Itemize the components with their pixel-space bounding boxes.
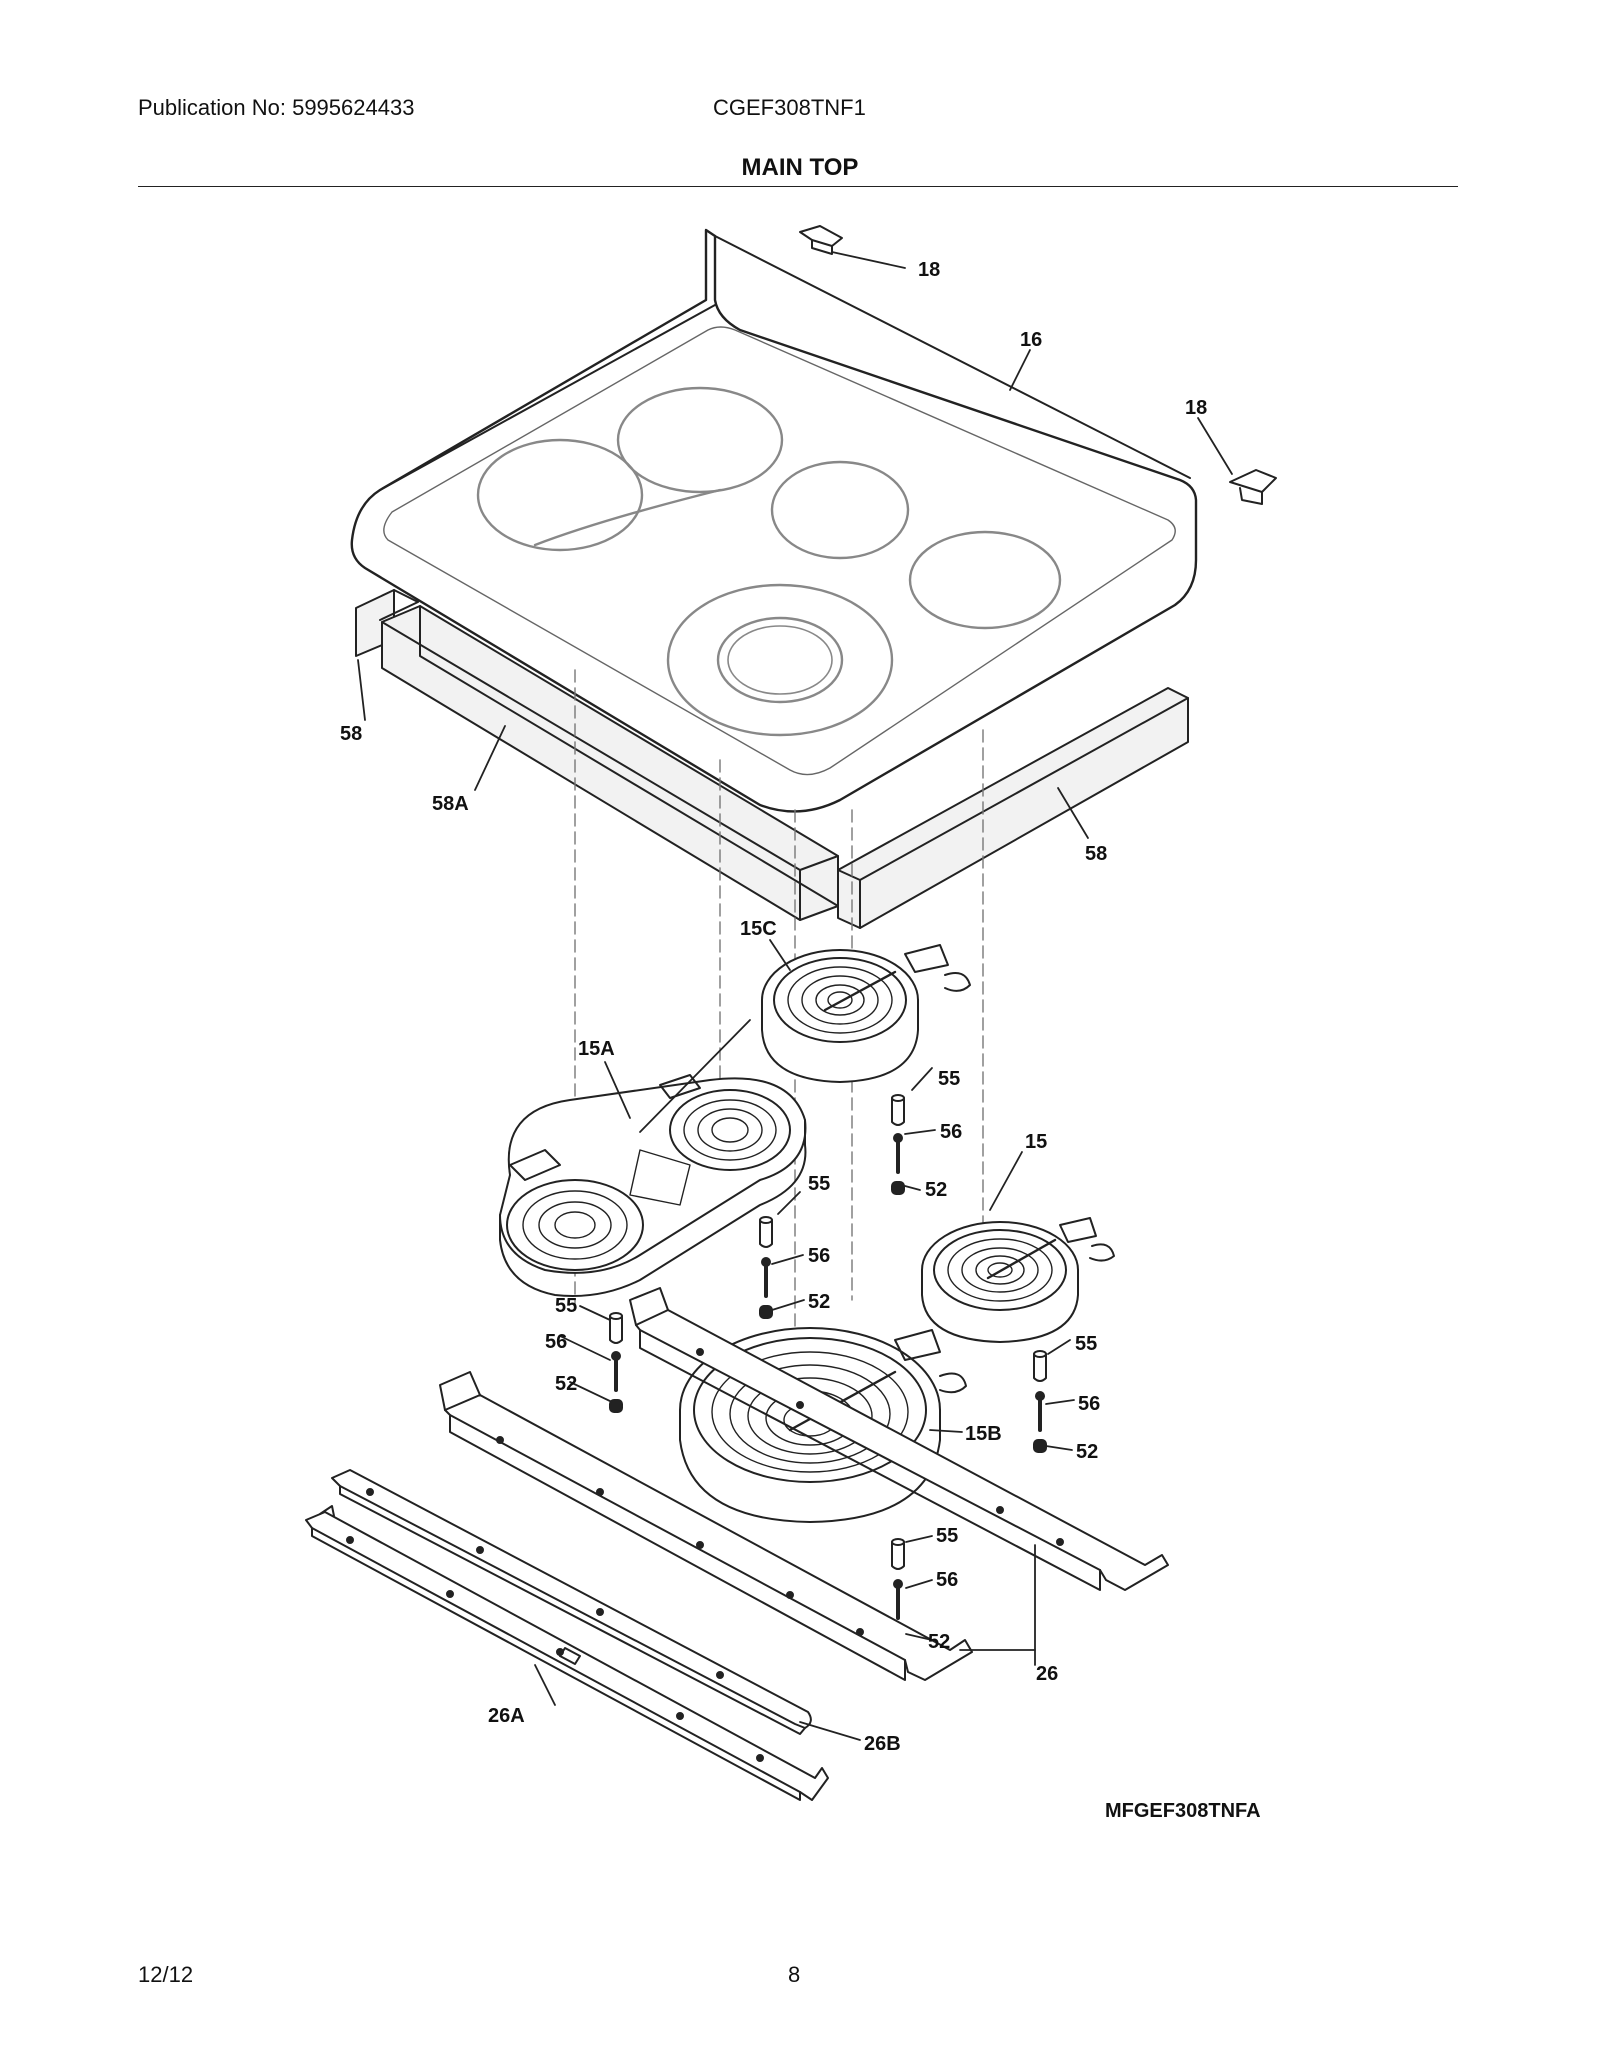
hardware-stack-d xyxy=(1033,1350,1047,1453)
rail-26B xyxy=(331,1469,812,1735)
leader-lines xyxy=(357,251,1233,1741)
callout-26: 26 xyxy=(1036,1663,1058,1685)
callout-56: 56 xyxy=(1078,1393,1100,1415)
model-number: CGEF308TNF1 xyxy=(713,95,866,120)
callout-52: 52 xyxy=(808,1291,830,1313)
clip-18-top xyxy=(799,225,843,255)
hardware-stack-b xyxy=(759,1216,773,1319)
hardware-stack-c xyxy=(609,1312,623,1413)
insulation-strip-58A xyxy=(381,605,839,921)
callout-52: 52 xyxy=(925,1179,947,1201)
callout-55: 55 xyxy=(936,1525,958,1547)
figure-code: MFGEF308TNFA xyxy=(1105,1800,1261,1822)
support-bracket-26-front xyxy=(439,1371,973,1681)
callout-18: 18 xyxy=(918,259,940,281)
insulation-strip-58-right xyxy=(837,687,1189,929)
callout-15C: 15C xyxy=(740,918,777,940)
element-15 xyxy=(921,1217,1115,1343)
callout-26B: 26B xyxy=(864,1733,901,1755)
callout-55: 55 xyxy=(555,1295,577,1317)
callout-15: 15 xyxy=(1025,1131,1047,1153)
callout-56: 56 xyxy=(808,1245,830,1267)
callout-15B: 15B xyxy=(965,1423,1002,1445)
support-bracket-26-rear xyxy=(629,1287,1169,1591)
callout-58: 58 xyxy=(1085,843,1107,865)
footer-date: 12/12 xyxy=(138,1962,194,1987)
callout-18: 18 xyxy=(1185,397,1207,419)
publication-number: Publication No: 5995624433 xyxy=(138,95,415,120)
callout-55: 55 xyxy=(1075,1333,1097,1355)
title-rule xyxy=(138,186,1458,187)
callout-15A: 15A xyxy=(578,1038,615,1060)
hardware-stack-a xyxy=(891,1094,905,1195)
callout-56: 56 xyxy=(940,1121,962,1143)
element-15A xyxy=(499,1074,807,1297)
callout-16: 16 xyxy=(1020,329,1042,351)
page-title: MAIN TOP xyxy=(741,154,859,181)
callout-55: 55 xyxy=(938,1068,960,1090)
callout-56: 56 xyxy=(936,1569,958,1591)
callout-52: 52 xyxy=(1076,1441,1098,1463)
callout-52: 52 xyxy=(555,1373,577,1395)
callout-58: 58 xyxy=(340,723,362,745)
callout-26A: 26A xyxy=(488,1705,525,1727)
cooktop-glass xyxy=(350,228,1198,813)
page-number: 8 xyxy=(788,1962,801,1987)
callout-labels: 18 16 18 58 58A 58 15C 15A 55 56 52 15 5… xyxy=(340,259,1207,1755)
callout-58A: 58A xyxy=(432,793,469,815)
element-15C xyxy=(761,944,971,1083)
clip-18-right xyxy=(1229,469,1277,505)
rail-26A xyxy=(305,1505,829,1801)
callout-55: 55 xyxy=(808,1173,830,1195)
callout-56: 56 xyxy=(545,1331,567,1353)
callout-52: 52 xyxy=(928,1631,950,1653)
